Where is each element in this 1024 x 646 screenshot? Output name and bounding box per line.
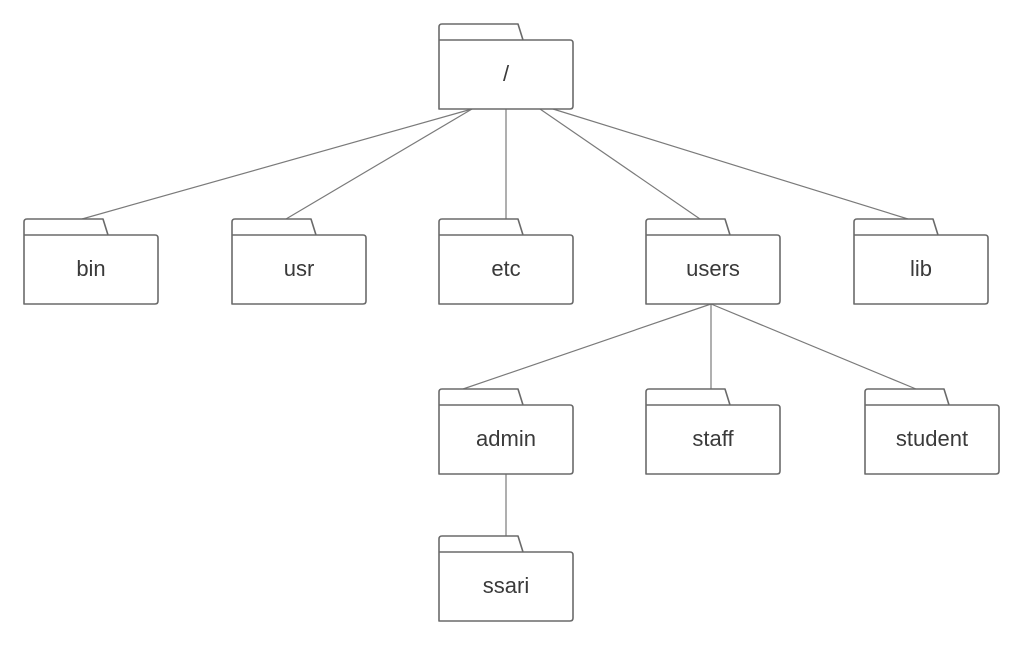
folder-label-bin: bin	[76, 256, 105, 281]
folder-icon	[864, 388, 1000, 475]
folder-staff[interactable]: staff	[645, 388, 781, 475]
folder-bin[interactable]: bin	[23, 218, 159, 305]
connector-root-bin	[81, 108, 473, 220]
folder-users[interactable]: users	[645, 218, 781, 305]
connector-lines	[81, 108, 917, 536]
folder-icon	[645, 388, 781, 475]
folder-icon	[645, 218, 781, 305]
folder-icon	[231, 218, 367, 305]
folder-label-usr: usr	[284, 256, 315, 281]
connector-root-lib	[552, 108, 909, 220]
connector-users-admin	[462, 303, 712, 390]
folder-student[interactable]: student	[864, 388, 1000, 475]
folder-admin[interactable]: admin	[438, 388, 574, 475]
folder-usr[interactable]: usr	[231, 218, 367, 305]
folder-label-staff: staff	[692, 426, 734, 451]
folder-label-ssari: ssari	[483, 573, 529, 598]
folder-label-student: student	[896, 426, 968, 451]
folder-label-root: /	[503, 61, 510, 86]
connector-users-student	[710, 303, 917, 390]
folder-icon	[438, 535, 574, 622]
folder-icon	[438, 23, 574, 110]
folder-label-lib: lib	[910, 256, 932, 281]
folder-icon	[23, 218, 159, 305]
connector-root-usr	[285, 108, 473, 220]
folder-etc[interactable]: etc	[438, 218, 574, 305]
folder-icon	[438, 218, 574, 305]
folder-lib[interactable]: lib	[853, 218, 989, 305]
folder-label-admin: admin	[476, 426, 536, 451]
folder-label-etc: etc	[491, 256, 520, 281]
folder-icon	[438, 388, 574, 475]
folder-icon	[853, 218, 989, 305]
connector-root-users	[539, 108, 701, 220]
folder-ssari[interactable]: ssari	[438, 535, 574, 622]
folder-root[interactable]: /	[438, 23, 574, 110]
folder-label-users: users	[686, 256, 740, 281]
